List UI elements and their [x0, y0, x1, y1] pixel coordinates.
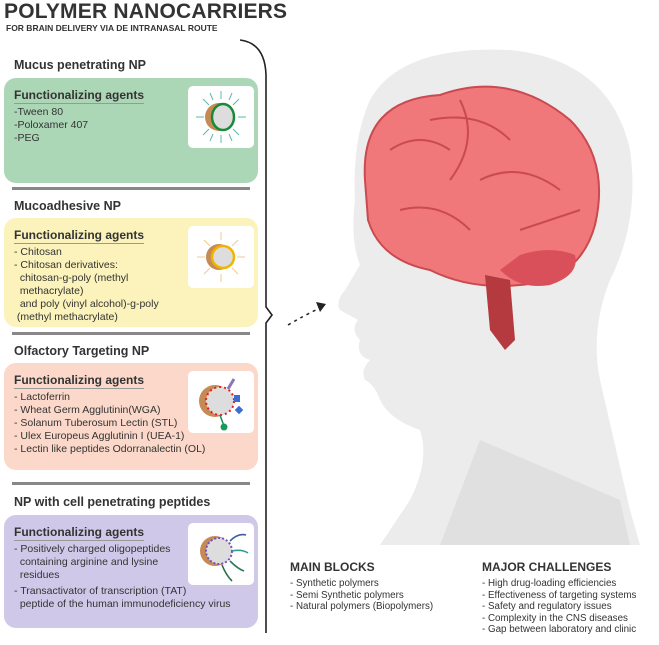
- agent-item: - Ulex Europeus Agglutinin I (UEA-1): [14, 430, 185, 442]
- major-challenges-title: MAJOR CHALLENGES: [482, 560, 612, 574]
- main-block-item: - Semi Synthetic polymers: [290, 589, 404, 601]
- nanoparticle-peptide-icon: [188, 523, 254, 585]
- major-challenges: MAJOR CHALLENGES - High drug-loading eff…: [482, 560, 636, 636]
- agent-item: -PEG: [14, 132, 40, 144]
- section-title-mucus: Mucus penetrating NP: [14, 58, 146, 72]
- section-box-mucoadhesive: Functionalizing agents - Chitosan - Chit…: [4, 218, 258, 327]
- section-box-olfactory: Functionalizing agents - Lactoferrin - W…: [4, 363, 258, 470]
- agent-item: and poly (vinyl alcohol)-g-poly: [14, 298, 159, 310]
- agent-item: (methyl methacrylate): [14, 311, 118, 323]
- section-box-mucus: Functionalizing agents -Tween 80 -Poloxa…: [4, 78, 258, 183]
- title: POLYMER NANOCARRIERS: [4, 0, 288, 23]
- challenge-item: - Complexity in the CNS diseases: [482, 612, 628, 624]
- divider: [12, 482, 250, 485]
- brainstem: [485, 275, 515, 350]
- agent-item: - Positively charged oligopeptides: [14, 543, 171, 555]
- section-title-olfactory: Olfactory Targeting NP: [14, 344, 150, 358]
- section-title-mucoadhesive: Mucoadhesive NP: [14, 199, 121, 213]
- challenge-item: - Effectiveness of targeting systems: [482, 589, 637, 601]
- head-illustration: [287, 49, 640, 545]
- main-blocks-title: MAIN BLOCKS: [290, 560, 375, 574]
- agents-label: Functionalizing agents: [14, 88, 145, 104]
- divider: [12, 332, 250, 335]
- curly-brace: [240, 39, 273, 633]
- agent-item: - Transactivator of transcription (TAT): [14, 585, 187, 597]
- main-blocks: MAIN BLOCKS - Synthetic polymers - Semi …: [290, 560, 433, 613]
- neck-shadow: [440, 440, 630, 545]
- subtitle: FOR BRAIN DELIVERY VIA DE INTRANASAL ROU…: [6, 23, 218, 33]
- brain-icon: [363, 85, 601, 287]
- agent-item: - Solanum Tuberosum Lectin (STL): [14, 417, 178, 429]
- divider: [12, 187, 250, 190]
- challenge-item: - Gap between laboratory and clinic: [482, 624, 637, 635]
- challenge-item: - High drug-loading efficiencies: [482, 578, 617, 589]
- agents-label: Functionalizing agents: [14, 228, 145, 244]
- agent-item: - Chitosan: [14, 246, 62, 258]
- agents-label: Functionalizing agents: [14, 373, 145, 389]
- agent-item: -Tween 80: [14, 106, 64, 118]
- agent-item: methacrylate): [14, 285, 84, 297]
- section-title-cell-penetrating: NP with cell penetrating peptides: [14, 495, 211, 509]
- agent-item: chitosan-g-poly (methyl: [14, 272, 129, 284]
- agent-item: containing arginine and lysine: [14, 556, 159, 568]
- agent-item: - Lectin like peptides Odorranalectin (O…: [14, 443, 206, 455]
- main-block-item: - Natural polymers (Biopolymers): [290, 601, 434, 612]
- agents-label: Functionalizing agents: [14, 525, 145, 541]
- nanoparticle-chitosan-icon: [188, 226, 254, 288]
- challenge-item: - Safety and regulatory issues: [482, 601, 612, 612]
- nanoparticle-peg-icon: [188, 86, 254, 148]
- agent-item: - Lactoferrin: [14, 391, 71, 403]
- agent-item: peptide of the human immunodeficiency vi…: [14, 598, 231, 610]
- agent-item: -Poloxamer 407: [14, 119, 89, 131]
- arrow-head-icon: [316, 302, 326, 312]
- agent-item: - Chitosan derivatives:: [14, 259, 118, 271]
- main-block-item: - Synthetic polymers: [290, 578, 379, 589]
- arrow-path: [287, 307, 321, 326]
- cerebellum: [500, 250, 576, 286]
- nanoparticle-ligand-icon: [188, 371, 254, 433]
- agent-item: residues: [14, 569, 60, 581]
- agent-item: - Wheat Germ Agglutinin(WGA): [14, 404, 161, 416]
- section-box-cell-penetrating: Functionalizing agents - Positively char…: [4, 515, 258, 628]
